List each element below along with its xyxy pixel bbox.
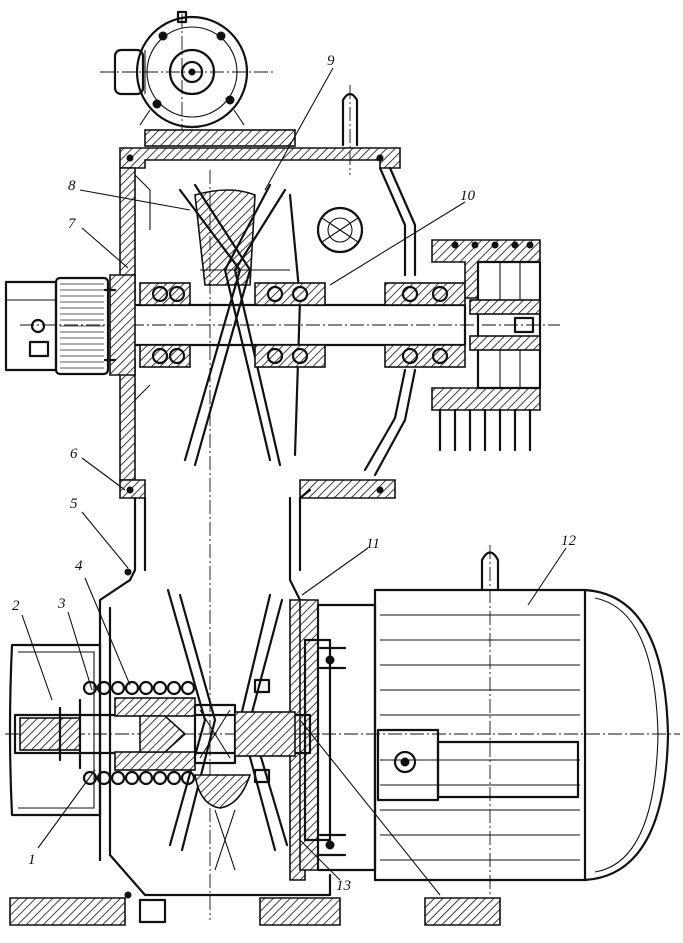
upper-housing — [119, 85, 417, 499]
upper-shaft — [20, 274, 560, 376]
right-pulley — [431, 239, 542, 452]
callout-3: 3 — [57, 596, 93, 691]
spring — [82, 680, 196, 786]
callout-7: 7 — [68, 216, 129, 269]
svg-text:7: 7 — [68, 216, 77, 232]
callout-11: 11 — [301, 536, 380, 596]
svg-text:8: 8 — [68, 178, 76, 194]
callout-9: 9 — [264, 53, 335, 191]
callout-8: 8 — [68, 178, 191, 211]
left-fan-cylinder — [4, 276, 110, 376]
callout-12: 12 — [527, 533, 577, 606]
svg-text:4: 4 — [75, 558, 83, 574]
callout-13: 13 — [299, 839, 351, 894]
lower-shaft-spring — [5, 678, 320, 786]
svg-text:6: 6 — [70, 446, 78, 462]
svg-text:11: 11 — [366, 536, 380, 552]
callout-10: 10 — [329, 188, 476, 286]
svg-text:3: 3 — [57, 596, 66, 612]
callout-2: 2 — [12, 598, 53, 701]
upper-variator-disks — [178, 183, 364, 467]
svg-text:13: 13 — [336, 878, 351, 894]
svg-text:5: 5 — [70, 496, 78, 512]
svg-text:2: 2 — [12, 598, 20, 614]
callout-4: 4 — [75, 558, 131, 686]
svg-text:10: 10 — [460, 188, 476, 204]
callout-5: 5 — [70, 496, 129, 569]
main-motor — [299, 545, 680, 896]
callouts: 1 2 3 4 5 6 7 — [12, 53, 577, 894]
callout-6: 6 — [70, 446, 126, 491]
svg-text:1: 1 — [28, 852, 36, 868]
top-motor — [100, 10, 275, 130]
svg-text:9: 9 — [327, 53, 335, 69]
svg-text:12: 12 — [561, 533, 577, 549]
callout-1: 1 — [28, 769, 96, 868]
